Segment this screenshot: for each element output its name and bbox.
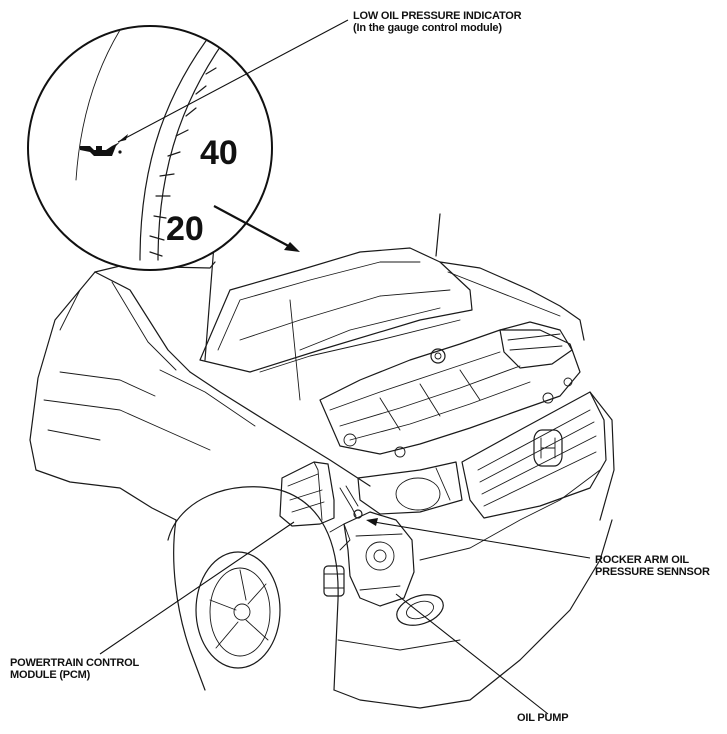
pcm-module xyxy=(279,461,335,527)
oil-pump-assembly xyxy=(323,485,415,607)
rocker-arm-sensor-line1: ROCKER ARM OIL xyxy=(595,554,689,566)
pcm-line2: MODULE (PCM) xyxy=(10,669,91,681)
gauge-ticks xyxy=(149,67,217,257)
gauge-number-upper: 40 xyxy=(200,134,238,172)
engine-bay xyxy=(319,321,581,458)
pcm-line1: POWERTRAIN CONTROL xyxy=(10,657,140,669)
rocker-arm-sensor-line2: PRESSURE SENNSOR xyxy=(595,566,710,578)
low-oil-indicator-subtitle: (In the gauge control module) xyxy=(353,22,502,34)
low-oil-indicator-label: LOW OIL PRESSURE INDICATOR (In the gauge… xyxy=(353,10,522,34)
oil-pump-line1: OIL PUMP xyxy=(517,712,569,724)
oil-can-icon xyxy=(80,142,122,156)
vehicle-outline xyxy=(29,261,615,709)
gauge-number-lower: 20 xyxy=(166,210,204,248)
leader-lines xyxy=(99,19,591,715)
gauge-magnifier: 40 20 xyxy=(27,25,273,271)
oil-pump-label: OIL PUMP xyxy=(517,712,569,724)
raised-hood xyxy=(199,213,585,401)
low-oil-indicator-title: LOW OIL PRESSURE INDICATOR xyxy=(353,10,522,22)
pcm-label: POWERTRAIN CONTROL MODULE (PCM) xyxy=(10,657,139,681)
rocker-arm-sensor-label: ROCKER ARM OIL PRESSURE SENNSOR xyxy=(595,554,710,578)
